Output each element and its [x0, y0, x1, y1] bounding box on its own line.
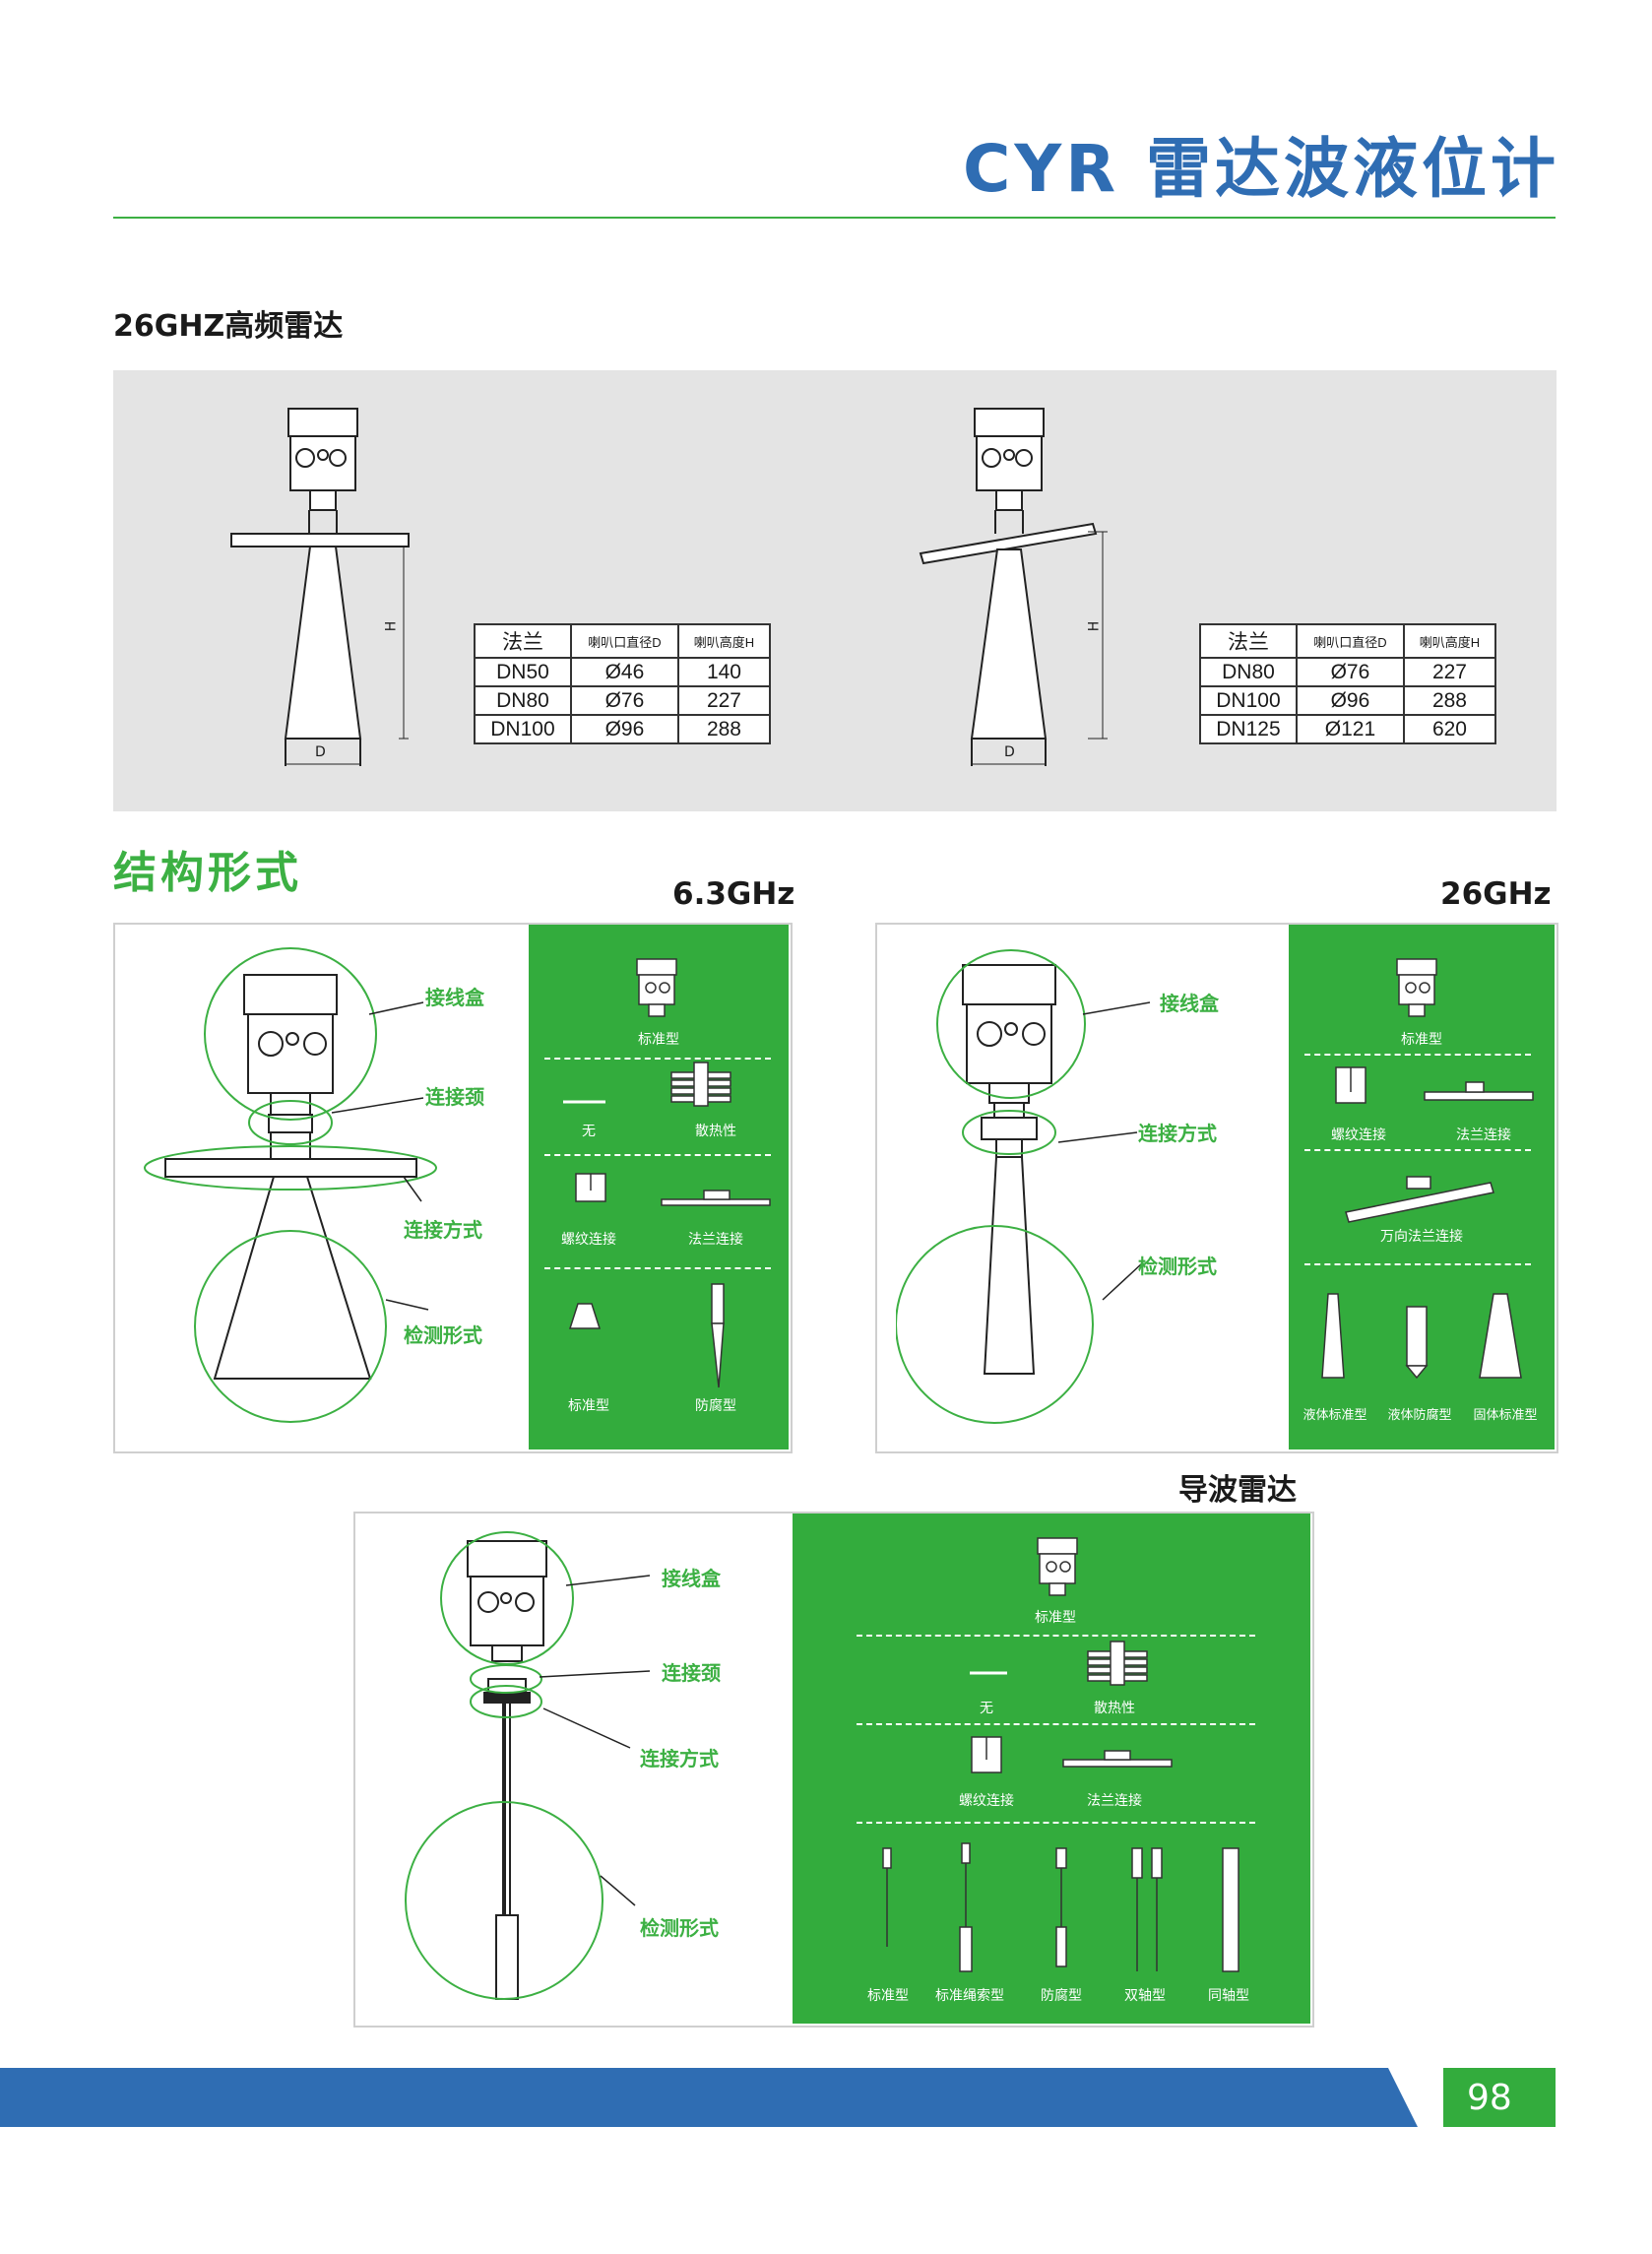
radar-drawing-flat-flange: [230, 408, 410, 766]
panel-b-option-detect-solid-standard: 固体标准型: [1473, 1408, 1538, 1423]
footer-chevron: [1388, 2068, 1447, 2127]
panel-a-callout-neck: 连接颈: [425, 1085, 484, 1109]
panel-c-option-housing-standard: 标准型: [1035, 1610, 1076, 1626]
panel-a-option-neck-none: 无: [582, 1124, 596, 1139]
panel-c-option-detect-standard: 标准型: [867, 1988, 909, 2004]
panel-b-callout-connection: 连接方式: [1138, 1122, 1217, 1145]
table2-header-height: 喇叭高度H: [1402, 623, 1497, 659]
header-divider: [113, 217, 1556, 219]
panel-b-option-housing-standard: 标准型: [1401, 1032, 1442, 1048]
table-cell: DN125: [1199, 714, 1298, 744]
panel-b-callout-detection: 检测形式: [1138, 1255, 1217, 1278]
table-cell: DN100: [1199, 685, 1298, 716]
panel-c-option-detect-cable: 标准绳索型: [935, 1988, 1004, 2004]
table-cell: 288: [1402, 685, 1497, 716]
panel-c-option-detect-twin-rod: 双轴型: [1124, 1988, 1166, 2004]
panel-a-divider-3: [544, 1267, 771, 1269]
panel-a-option-detect-standard: 标准型: [568, 1398, 609, 1414]
page-number: 98: [1467, 2078, 1512, 2118]
structure-section-title: 结构形式: [113, 848, 302, 898]
panel-a-callout-detection: 检测形式: [404, 1323, 482, 1347]
panel-a-divider-1: [544, 1058, 771, 1060]
panel-a-device-illustration: [144, 947, 437, 1423]
panel-b-option-detect-liquid-standard: 液体标准型: [1303, 1408, 1367, 1423]
panel-b-option-universal-flange: 万向法兰连接: [1380, 1229, 1463, 1245]
panel-b-frequency: 26GHz: [1440, 876, 1552, 912]
panel-a-divider-2: [544, 1154, 771, 1156]
panel-a-option-detect-corrosion: 防腐型: [695, 1398, 736, 1414]
table1-header-diameter: 喇叭口直径D: [569, 623, 679, 659]
panel-c-callout-detection: 检测形式: [640, 1916, 719, 1940]
panel-b-option-conn-flange: 法兰连接: [1456, 1127, 1511, 1143]
panel-b-option-icons: [1321, 958, 1534, 1380]
panel-b-device-illustration: [896, 949, 1151, 1424]
table-cell: Ø76: [1295, 657, 1405, 687]
panel-a-option-neck-heat: 散热性: [695, 1124, 736, 1139]
radar-drawing-universal-flange: [919, 408, 1108, 766]
table-cell: Ø121: [1295, 714, 1405, 744]
panel-c-title: 导波雷达: [1178, 1473, 1297, 1508]
panel-c-option-detect-corrosion: 防腐型: [1041, 1988, 1082, 2004]
panel-b-option-conn-thread: 螺纹连接: [1331, 1127, 1386, 1143]
table-cell: DN100: [474, 714, 572, 744]
panel-c-callout-housing: 接线盒: [662, 1567, 721, 1590]
page-title: CYR 雷达波液位计: [962, 131, 1559, 207]
panel-a-option-housing-standard: 标准型: [638, 1032, 679, 1048]
panel-a-callout-connection: 连接方式: [404, 1218, 482, 1242]
panel-c-device-illustration: [405, 1531, 651, 2000]
panel-c-option-neck-heat: 散热性: [1094, 1701, 1135, 1716]
table2-header-diameter: 喇叭口直径D: [1295, 623, 1405, 659]
table-cell: DN80: [474, 685, 572, 716]
panel-c-divider-1: [857, 1635, 1255, 1637]
panel-c-callout-connection: 连接方式: [640, 1747, 719, 1771]
panel-c-option-conn-thread: 螺纹连接: [959, 1793, 1014, 1809]
dimension-d-label-2: D: [1004, 744, 1015, 760]
table1-header-height: 喇叭高度H: [676, 623, 772, 659]
footer-bar: [0, 2068, 1418, 2127]
panel-a-option-conn-flange: 法兰连接: [688, 1232, 743, 1248]
panel-a-callout-housing: 接线盒: [425, 986, 484, 1009]
table1-header-flange: 法兰: [474, 623, 572, 659]
table-cell: DN80: [1199, 657, 1298, 687]
panel-c-callout-neck: 连接颈: [662, 1661, 721, 1685]
table-cell: Ø96: [569, 714, 679, 744]
table-cell: 620: [1402, 714, 1497, 744]
table-cell: 288: [676, 714, 772, 744]
table2-header-flange: 法兰: [1199, 623, 1298, 659]
panel-c-option-neck-none: 无: [980, 1701, 993, 1716]
dimension-d-label: D: [315, 744, 326, 760]
section-26ghz-title: 26GHZ高频雷达: [113, 309, 344, 344]
table-cell: Ø46: [569, 657, 679, 687]
table-cell: DN50: [474, 657, 572, 687]
panel-c-divider-3: [857, 1822, 1255, 1824]
footer-page-tab: [1443, 2068, 1556, 2127]
panel-a-option-conn-thread: 螺纹连接: [561, 1232, 616, 1248]
panel-b-divider-1: [1304, 1054, 1531, 1056]
dimension-h-label: H: [383, 620, 400, 632]
dimension-h-label-2: H: [1086, 620, 1103, 632]
panel-b-divider-2: [1304, 1149, 1531, 1151]
panel-b-callout-housing: 接线盒: [1160, 992, 1219, 1015]
table-cell: Ø96: [1295, 685, 1405, 716]
panel-c-option-icons: [882, 1537, 1239, 1972]
table-cell: 140: [676, 657, 772, 687]
table-cell: 227: [676, 685, 772, 716]
panel-c-option-conn-flange: 法兰连接: [1087, 1793, 1142, 1809]
panel-c-option-detect-coaxial: 同轴型: [1208, 1988, 1249, 2004]
panel-a-option-icons: [563, 958, 771, 1388]
panel-b-divider-3: [1304, 1263, 1531, 1265]
panel-a-frequency: 6.3GHz: [672, 876, 795, 912]
panel-b-option-detect-liquid-corrosion: 液体防腐型: [1387, 1408, 1452, 1423]
panel-c-divider-2: [857, 1723, 1255, 1725]
table-cell: 227: [1402, 657, 1497, 687]
table-cell: Ø76: [569, 685, 679, 716]
